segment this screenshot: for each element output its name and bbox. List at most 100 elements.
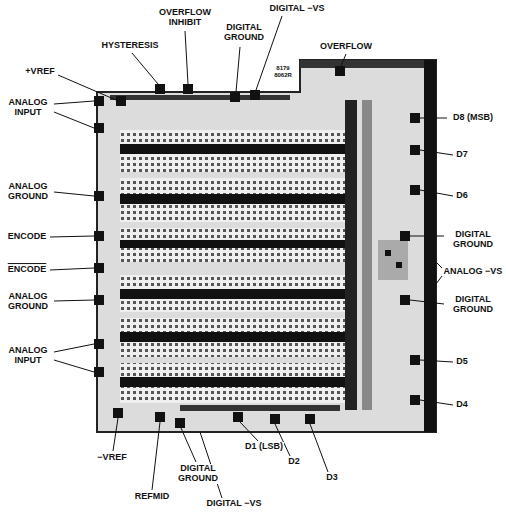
bond-pad [233,412,243,422]
comparator-array [120,363,345,403]
pin-label: 8179 8062R [268,65,298,78]
bond-pad [175,418,185,428]
die-outline [97,60,436,432]
leader-line [58,75,116,100]
logic-area [180,405,340,411]
leader-line [185,31,188,84]
bond-pad [94,96,104,106]
pin-label: D4 [455,400,469,410]
logic-area [110,95,408,411]
comparator-array [120,318,345,357]
bond-pad [400,295,410,305]
pin-label: ANALOG INPUT [2,98,54,118]
leader-line [420,360,453,362]
leader-line [420,400,453,405]
bond-pad [94,123,104,133]
leader-line [420,150,453,155]
comparator-array [120,275,345,312]
bond-pad [335,66,345,76]
pin-label: D1 (LSB) [244,442,284,452]
bond-pad [400,231,410,241]
die-outline [97,60,436,432]
bond-pad [113,408,123,418]
bond-pad [94,295,104,305]
pin-label: DIGITAL GROUND [172,464,224,484]
pin-label: ANALOG −VS [443,267,504,277]
die-outline [300,60,424,68]
comparator-array [120,228,345,262]
pin-label: ANALOG GROUND [2,292,54,312]
bond-pad [155,84,165,94]
comparator-array [120,194,345,204]
bond-pad [94,339,104,349]
leader-line [310,424,328,472]
leader-line [236,47,240,92]
bond-pad [270,414,280,424]
pin-label: D5 [455,357,469,367]
pin-label: OVERFLOW [319,42,373,52]
logic-area [362,100,372,410]
pin-label: ENCODE [7,232,48,242]
pin-label: ENCODE [7,265,48,275]
logic-area [385,250,391,256]
comparator-array [120,130,345,172]
comparator-array [120,144,345,154]
bond-pad [410,145,420,155]
bond-pad [250,90,260,100]
leader-line [410,300,444,304]
comparator-array [120,332,345,342]
bond-pad [94,66,420,428]
pin-label: D2 [287,457,301,467]
pin-label: DIGITAL −VS [206,499,263,509]
bond-pad [183,84,193,94]
bond-pad [155,412,165,422]
pin-label: DIGITAL GROUND [446,295,500,315]
leader-line [240,422,258,441]
pin-label: DIGITAL −VS [269,4,326,14]
pin-label: D8 (MSB) [452,113,494,123]
leader-line [54,344,94,352]
comparator-array [120,289,345,299]
pin-label: ANALOG INPUT [2,346,54,366]
leader-line [410,236,444,237]
bond-pad [94,263,104,273]
pin-label: D7 [455,150,469,160]
comparator-array [120,240,345,248]
comparator-array [120,377,345,387]
leader-line [132,53,158,84]
leader-line [54,360,94,372]
pin-label: −VREF [96,453,127,463]
leader-line [54,101,94,104]
leader-line [420,190,453,196]
logic-area [396,262,402,268]
pin-label: DIGITAL GROUND [446,230,500,250]
pin-label: D3 [325,473,339,483]
logic-area [345,100,357,410]
bond-pad [116,96,126,106]
pin-label: ANALOG GROUND [2,182,54,202]
pin-label: +VREF [24,67,55,77]
bond-pad [410,355,420,365]
pin-label: D6 [455,191,469,201]
leader-line [113,418,118,451]
leader-line [50,236,94,237]
pin-label: REFMID [134,492,171,502]
comparator-array [120,130,345,403]
comparator-array [120,178,345,222]
pin-label: HYSTERESIS [100,41,159,51]
bond-pad [410,395,420,405]
leader-line [152,422,160,490]
leader-line [436,276,442,284]
leader-line [50,268,94,270]
pin-label: OVERFLOW INHIBIT [153,8,217,28]
leader-line [420,118,447,119]
leader-line [181,428,196,462]
bond-pad [410,185,420,195]
logic-area [378,240,408,280]
pin-label: DIGITAL GROUND [218,23,270,43]
bond-pad [410,113,420,123]
bond-pad [94,367,104,377]
